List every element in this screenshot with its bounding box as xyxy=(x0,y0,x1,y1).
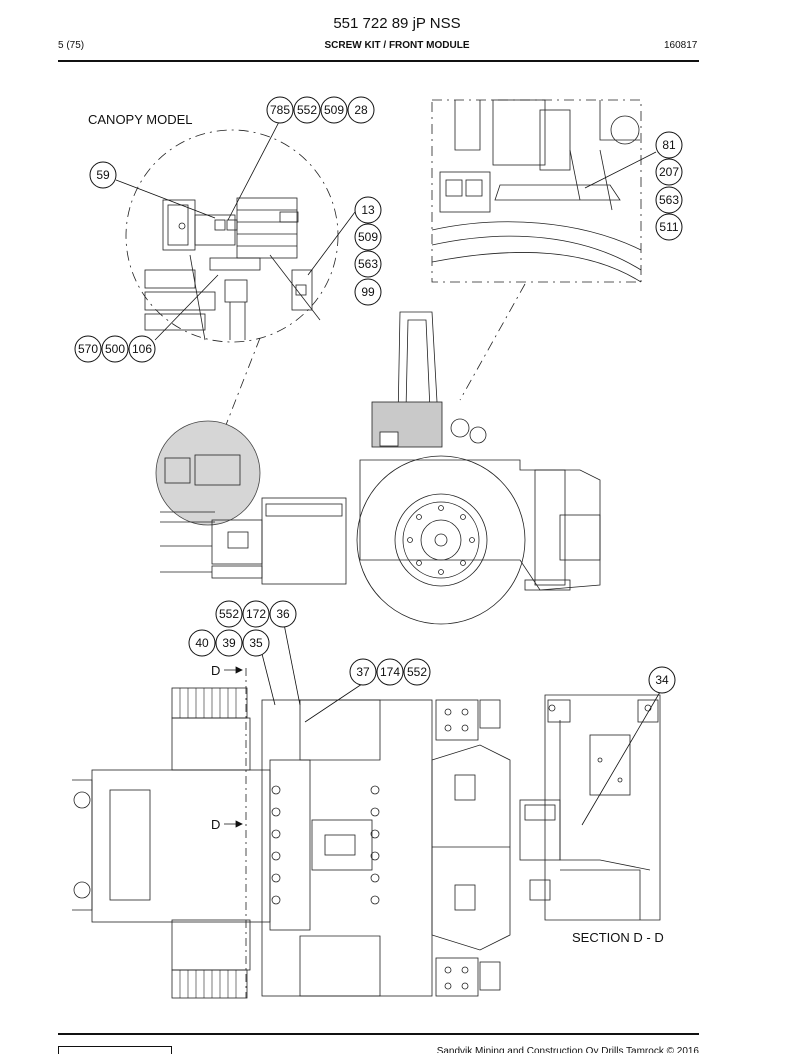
balloon-label: 35 xyxy=(249,636,263,650)
balloon-label: 785 xyxy=(270,103,290,117)
balloon-label: 552 xyxy=(297,103,317,117)
detail-valve-block xyxy=(144,197,321,341)
balloon-label: 563 xyxy=(358,257,378,271)
balloon-label: 174 xyxy=(380,665,400,679)
side-view-machine xyxy=(155,311,601,625)
page-number: 5 (75) xyxy=(58,40,85,51)
plan-view-machine xyxy=(72,668,511,999)
balloon-label: 13 xyxy=(361,203,375,217)
balloon-label: 511 xyxy=(659,220,678,234)
balloon-label: 563 xyxy=(659,193,679,207)
balloon-label: 172 xyxy=(246,607,266,621)
document-title: 551 722 89 jP NSS xyxy=(333,15,461,32)
sandvik-logo-icon xyxy=(58,1046,172,1054)
balloon-label: 81 xyxy=(662,138,676,152)
balloon-label: 570 xyxy=(78,342,98,356)
document-subtitle: SCREW KIT / FRONT MODULE xyxy=(324,40,470,51)
section-view xyxy=(519,694,661,921)
footer-copyright: Sandvik Mining and Construction Oy Drill… xyxy=(436,1046,699,1053)
balloon-label: 552 xyxy=(407,665,427,679)
balloon-label: 59 xyxy=(96,168,110,182)
balloon-label: 509 xyxy=(358,230,378,244)
section-marker-upper: D xyxy=(211,663,220,678)
balloon-label: 552 xyxy=(219,607,239,621)
balloon-label: 99 xyxy=(361,285,375,299)
balloon-label: 500 xyxy=(105,342,125,356)
footer-rule xyxy=(58,1033,699,1035)
balloon-label: 39 xyxy=(222,636,236,650)
balloon-label: 34 xyxy=(655,673,669,687)
header-rule xyxy=(58,60,699,62)
section-label: SECTION D - D xyxy=(572,930,664,945)
section-marker-lower: D xyxy=(211,817,220,832)
document-date: 160817 xyxy=(664,40,698,51)
inset-content xyxy=(431,99,642,283)
balloon-label: 106 xyxy=(132,342,152,356)
inset-frame xyxy=(431,99,642,283)
balloon-label: 36 xyxy=(276,607,290,621)
balloon-label: 40 xyxy=(195,636,209,650)
detail-circle xyxy=(125,129,339,343)
canopy-model-label: CANOPY MODEL xyxy=(88,112,193,127)
balloon-label: 509 xyxy=(324,103,344,117)
balloon-label: 28 xyxy=(354,103,368,117)
balloon-label: 207 xyxy=(659,165,679,179)
balloon-label: 37 xyxy=(356,665,370,679)
